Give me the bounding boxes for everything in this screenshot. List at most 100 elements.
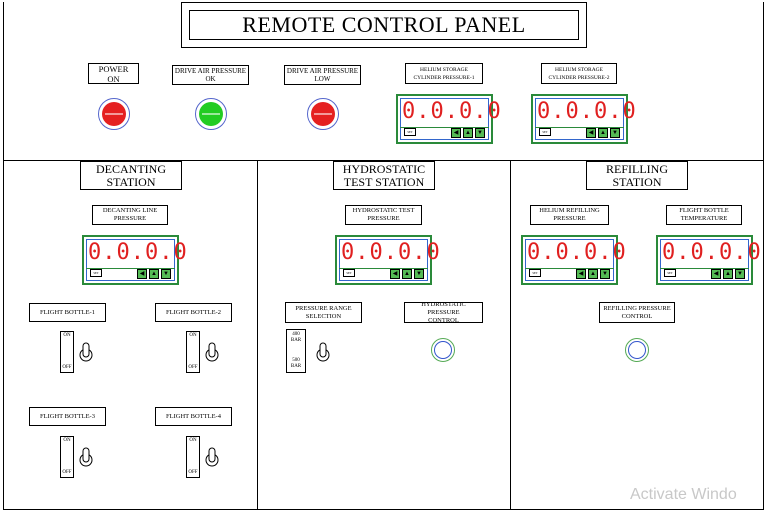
meter-divider [535, 127, 624, 128]
flight-bottle-2-label: FLIGHT BOTTLE-2 [155, 303, 232, 322]
meter-set-button[interactable]: SET [529, 269, 541, 277]
meter-display: 0.0.0.0 [402, 99, 502, 124]
meter-left-key[interactable]: ◀ [586, 128, 596, 138]
meter-left-key[interactable]: ◀ [576, 269, 586, 279]
selector-knob-icon [316, 342, 330, 362]
meter-frame [86, 239, 175, 281]
meter-frame [400, 98, 489, 140]
meter-display: 0.0.0.0 [88, 240, 188, 265]
meter-down-key[interactable]: ▼ [610, 128, 620, 138]
meter-divider [660, 268, 749, 269]
refilling-station-title: REFILLING STATION [586, 161, 688, 190]
drive-air-low-lamp [307, 98, 339, 130]
flight-bottle-4-switch-plate: ON OFF [186, 436, 200, 478]
meter-display: 0.0.0.0 [527, 240, 627, 265]
flight-bottle-1-selector-switch[interactable] [79, 341, 93, 363]
meter-divider [339, 268, 428, 269]
pressure-range-selection-label: PRESSURE RANGE SELECTION [285, 302, 362, 323]
meter-divider [525, 268, 614, 269]
meter-frame [660, 239, 749, 281]
title-frame [181, 2, 587, 48]
meter-set-button[interactable]: SET [539, 128, 551, 136]
drive-air-ok-label: DRIVE AIR PRESSURE OK [172, 65, 249, 85]
meter-up-key[interactable]: ▲ [463, 128, 473, 138]
meter-left-key[interactable]: ◀ [390, 269, 400, 279]
switch-on-label: ON [189, 438, 197, 443]
drive-air-ok-lamp [195, 98, 227, 130]
flight-bottle-4-label: FLIGHT BOTTLE-4 [155, 407, 232, 426]
flight-bottle-3-selector-switch[interactable] [79, 446, 93, 468]
switch-off-label: OFF [188, 365, 198, 370]
switch-on-label: ON [189, 333, 197, 338]
flight-bottle-temperature-label: FLIGHT BOTTLE TEMPERATURE [666, 205, 742, 225]
flight-bottle-1-label: FLIGHT BOTTLE-1 [29, 303, 106, 322]
meter-set-button[interactable]: SET [664, 269, 676, 277]
meter-left-key[interactable]: ◀ [451, 128, 461, 138]
meter-divider [86, 268, 175, 269]
helium-refilling-pressure-label: HELIUM REFILLING PRESSURE [530, 205, 609, 225]
refilling-pressure-control-knob[interactable] [625, 338, 649, 362]
flight-bottle-1-switch-plate: ON OFF [60, 331, 74, 373]
flight-bottle-4-selector-switch[interactable] [205, 446, 219, 468]
switch-on-label: ON [63, 333, 71, 338]
selector-knob-icon [205, 447, 219, 467]
pressure-range-plate: 400 BAR 500 BAR [286, 329, 306, 373]
meter-frame [535, 98, 624, 140]
power-on-lamp [98, 98, 130, 130]
meter-divider [400, 127, 489, 128]
meter-up-key[interactable]: ▲ [598, 128, 608, 138]
meter-down-key[interactable]: ▼ [414, 269, 424, 279]
switch-off-label: OFF [62, 470, 72, 475]
meter-display: 0.0.0.0 [537, 99, 637, 124]
helium-2-label: HELIUM STORAGE CYLINDER PRESSURE-2 [541, 63, 617, 84]
meter-set-button[interactable]: SET [343, 269, 355, 277]
meter-set-button[interactable]: SET [90, 269, 102, 277]
meter-down-key[interactable]: ▼ [475, 128, 485, 138]
meter-up-key[interactable]: ▲ [149, 269, 159, 279]
meter-up-key[interactable]: ▲ [723, 269, 733, 279]
selector-knob-icon [79, 447, 93, 467]
activate-windows-watermark: Activate Windo [630, 486, 737, 503]
pressure-range-selector-switch[interactable] [316, 341, 330, 363]
meter-frame [339, 239, 428, 281]
hydrostatic-station-title: HYDROSTATIC TEST STATION [333, 161, 435, 190]
refilling-panel [510, 160, 764, 510]
meter-left-key[interactable]: ◀ [711, 269, 721, 279]
meter-frame [525, 239, 614, 281]
hydrostatic-pressure-control-knob[interactable] [431, 338, 455, 362]
flight-bottle-3-switch-plate: ON OFF [60, 436, 74, 478]
top-panel-sides [3, 2, 764, 161]
flight-bottle-2-selector-switch[interactable] [205, 341, 219, 363]
selector-knob-icon [205, 342, 219, 362]
meter-set-button[interactable]: SET [404, 128, 416, 136]
hydrostatic-pressure-control-label: HYDROSTATIC PRESSURE CONTROL [404, 301, 483, 324]
refilling-pressure-control-label: REFILLING PRESSURE CONTROL [599, 302, 675, 323]
switch-on-label: ON [63, 438, 71, 443]
power-on-label: POWER ON [88, 63, 139, 84]
meter-down-key[interactable]: ▼ [161, 269, 171, 279]
meter-display: 0.0.0.0 [662, 240, 762, 265]
switch-off-label: OFF [62, 365, 72, 370]
switch-off-label: OFF [188, 470, 198, 475]
meter-display: 0.0.0.0 [341, 240, 441, 265]
panel-title: REMOTE CONTROL PANEL [189, 10, 579, 40]
flight-bottle-3-label: FLIGHT BOTTLE-3 [29, 407, 106, 426]
meter-up-key[interactable]: ▲ [402, 269, 412, 279]
range-500-label: 500 BAR [290, 358, 302, 369]
meter-down-key[interactable]: ▼ [600, 269, 610, 279]
meter-down-key[interactable]: ▼ [735, 269, 745, 279]
hydrostatic-test-pressure-label: HYDROSTATIC TEST PRESSURE [345, 205, 422, 225]
meter-left-key[interactable]: ◀ [137, 269, 147, 279]
flight-bottle-2-switch-plate: ON OFF [186, 331, 200, 373]
drive-air-low-label: DRIVE AIR PRESSURE LOW [284, 65, 361, 85]
meter-up-key[interactable]: ▲ [588, 269, 598, 279]
helium-1-label: HELIUM STORAGE CYLINDER PRESSURE-1 [405, 63, 483, 84]
decanting-line-pressure-label: DECANTING LINE PRESSURE [92, 205, 168, 225]
decanting-station-title: DECANTING STATION [80, 161, 182, 190]
